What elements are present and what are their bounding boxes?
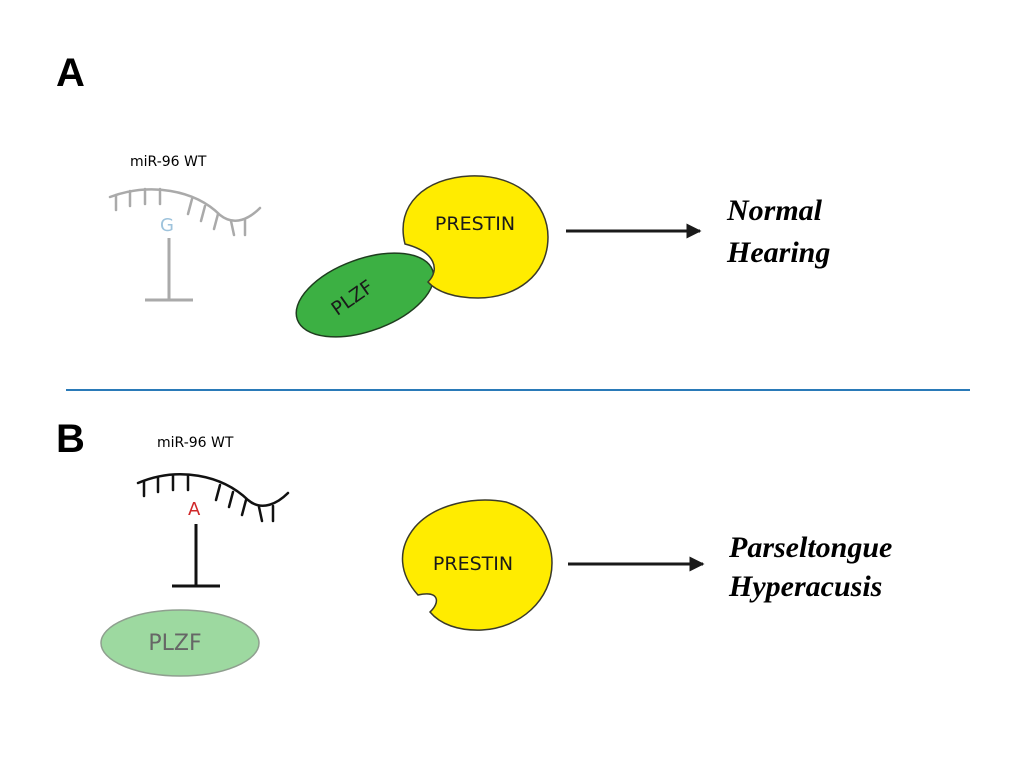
panel-b-prestin-label: PRESTIN — [433, 553, 513, 575]
panel-b-plzf: PLZF — [100, 609, 260, 677]
panel-a-prestin-label: PRESTIN — [435, 213, 515, 235]
panel-b-prestin-shape — [401, 499, 553, 631]
panel-b-inhibition-icon — [172, 524, 220, 588]
panel-a: A miR-96 WT G PLZF PRESTIN — [56, 51, 830, 338]
panel-b-prestin: PRESTIN — [401, 499, 553, 631]
panel-b-outcome-line1: Parseltongue — [728, 531, 892, 564]
panel-a-outcome-line2: Hearing — [726, 236, 830, 269]
panel-a-prestin: PRESTIN — [402, 175, 549, 299]
panel-b-letter: B — [56, 417, 85, 461]
panel-b-outcome-line2: Hyperacusis — [728, 570, 882, 603]
panel-b-mirna-strand-icon — [136, 473, 290, 523]
panel-a-plzf-shape — [295, 252, 435, 338]
panel-a-mirna-label: miR-96 WT — [130, 154, 207, 170]
panel-a-outcome-line1: Normal — [726, 194, 823, 227]
panel-b-mirna-label: miR-96 WT — [157, 435, 234, 451]
panel-b-plzf-shape — [100, 609, 260, 677]
panel-a-plzf: PLZF — [295, 252, 435, 338]
panel-a-prestin-shape — [402, 175, 549, 299]
panel-b-plzf-label: PLZF — [148, 631, 201, 656]
panel-a-letter: A — [56, 51, 85, 95]
panel-b-nucleotide: A — [188, 499, 201, 520]
panel-a-inhibition-icon — [145, 238, 193, 302]
panel-a-mirna-strand-icon — [108, 187, 262, 237]
panel-a-nucleotide: G — [160, 215, 174, 236]
panel-b: B miR-96 WT A PLZF PRESTIN — [56, 417, 892, 677]
